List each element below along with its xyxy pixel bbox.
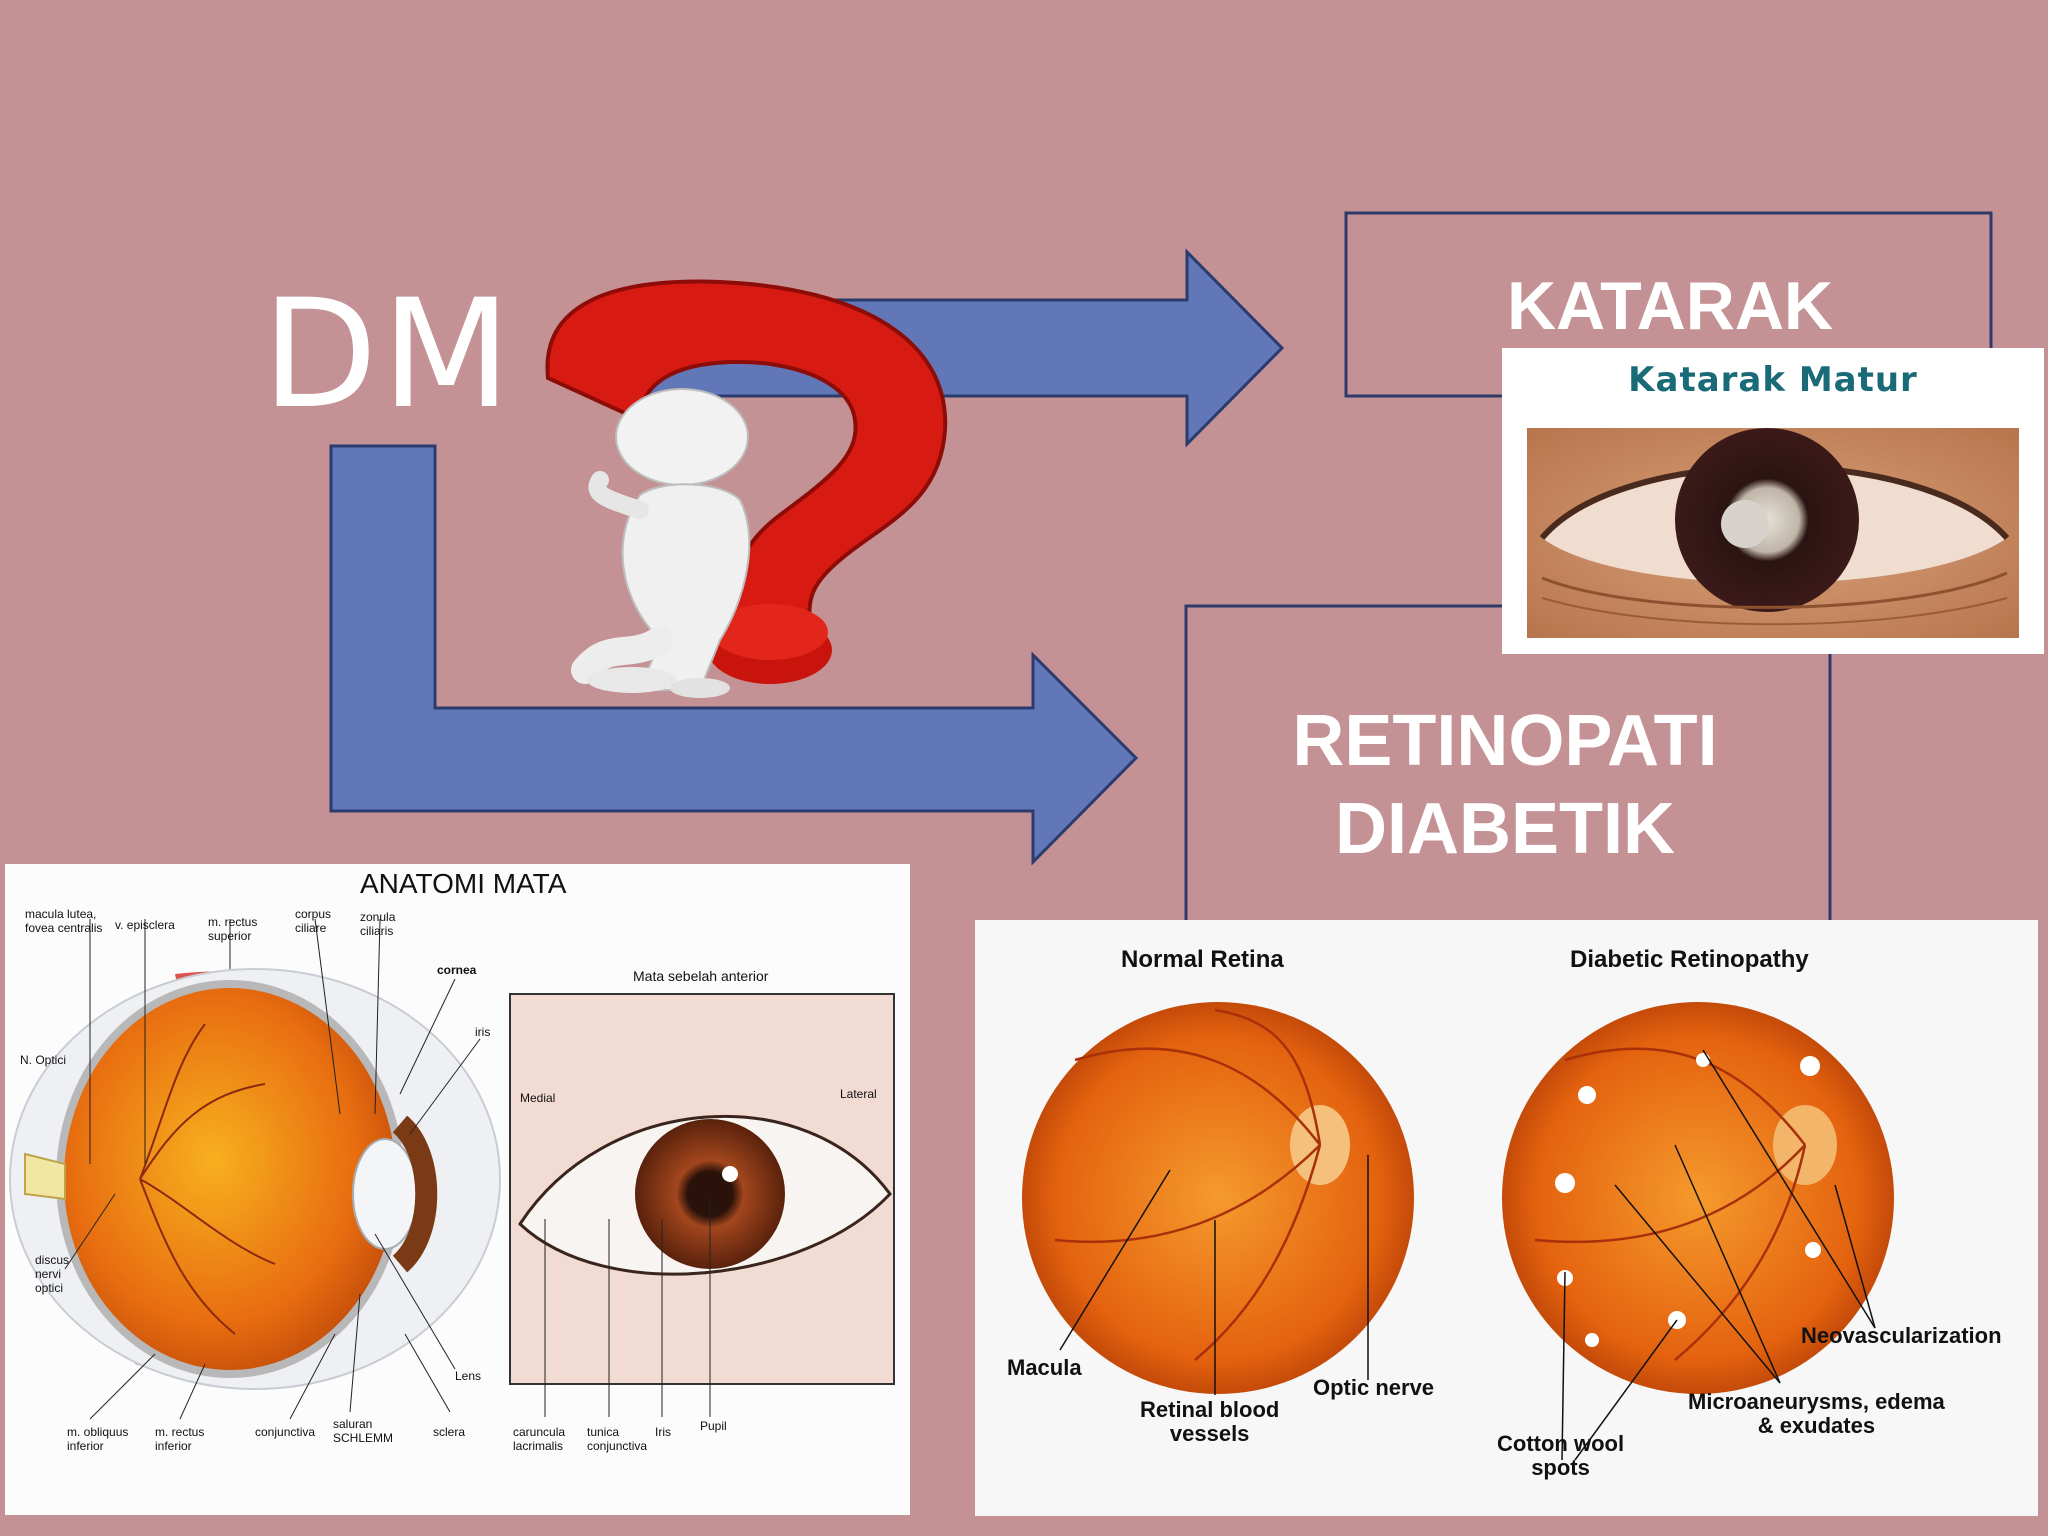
label-n-optici: N. Optici (20, 1053, 67, 1067)
label-saluran-schlemm: saluran SCHLEMM (333, 1417, 394, 1445)
label-episclera: v. episclera (115, 918, 175, 932)
anatomy-panel: ANATOMI MATA Mata sebelah anterior (5, 864, 910, 1515)
label-medial: Medial (520, 1091, 556, 1105)
label-tunica: tunica conjunctiva (587, 1425, 648, 1453)
question-mark-figure-icon (545, 279, 948, 698)
label-retinal-vessels: Retinal blood vessels (1140, 1397, 1280, 1447)
normal-retina-image (1022, 1002, 1414, 1394)
label-macula: Macula (1007, 1355, 1082, 1380)
retinopati-label: RETINOPATI DIABETIK (1185, 698, 1825, 874)
label-lens: Lens (455, 1369, 482, 1383)
retinopati-line-2: DIABETIK (1335, 788, 1675, 869)
normal-retina-title: Normal Retina (1121, 946, 1284, 973)
diabetic-retinopathy-title: Diabetic Retinopathy (1570, 946, 1809, 973)
label-macula-lutea: macula lutea, fovea centralis (25, 907, 103, 935)
label-obliquus: m. obliquus inferior (67, 1425, 129, 1453)
label-pupil: Pupil (700, 1419, 727, 1433)
katarak-matur-photo: Katarak Matur (1502, 348, 2044, 654)
label-caruncula: caruncula lacrimalis (513, 1425, 566, 1453)
retina-images (1022, 1002, 1894, 1461)
label-iris-anterior: Iris (655, 1425, 671, 1439)
retina-comparison-panel: Normal Retina Diabetic Retinopathy (975, 920, 2038, 1516)
label-discus: discus nervi optici (35, 1253, 70, 1295)
label-microaneurysms: Microaneurysms, edema & exudates (1688, 1389, 1945, 1439)
label-cornea: cornea (437, 963, 477, 977)
label-rectus-inferior: m. rectus inferior (155, 1425, 205, 1453)
label-optic-nerve: Optic nerve (1313, 1375, 1435, 1400)
label-rectus-superior: m. rectus superior (208, 915, 258, 943)
eye-anatomy-diagram (9, 918, 895, 1420)
anatomy-title: ANATOMI MATA (360, 868, 567, 899)
label-sclera: sclera (433, 1425, 466, 1439)
anatomy-subtitle: Mata sebelah anterior (633, 968, 769, 984)
katarak-label: KATARAK (1506, 268, 1834, 344)
retinopati-line-1: RETINOPATI (1292, 701, 1718, 781)
label-cotton-wool: Cotton wool spots (1497, 1431, 1625, 1481)
arrow-to-retinopati (329, 444, 1139, 866)
label-conjunctiva: conjunctiva (255, 1425, 316, 1439)
katarak-matur-caption: Katarak Matur (1628, 360, 1918, 400)
label-iris: iris (475, 1025, 491, 1039)
dm-label: DM (262, 268, 515, 442)
label-lateral: Lateral (840, 1087, 877, 1101)
label-corpus-ciliare: corpus ciliare (295, 907, 332, 935)
cataract-eye-image (1527, 428, 2019, 638)
label-neovascularization: Neovascularization (1801, 1323, 2002, 1348)
label-zonula-ciliaris: zonula ciliaris (360, 910, 396, 938)
